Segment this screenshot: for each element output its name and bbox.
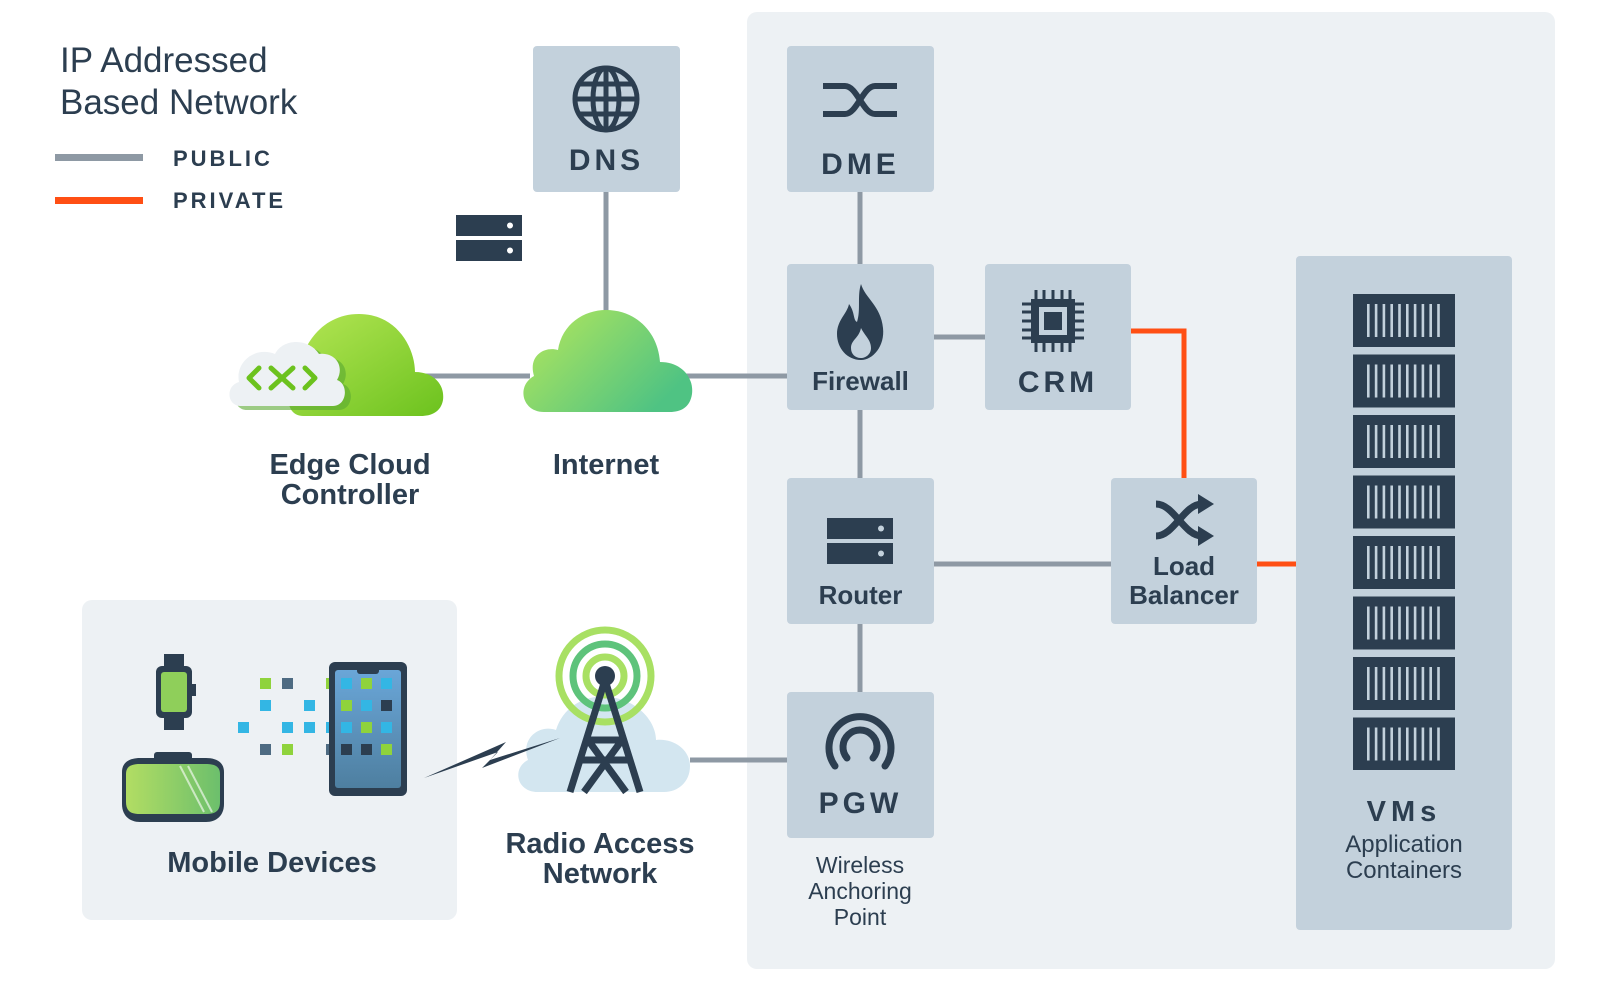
firewall-node[interactable]: Firewall <box>787 264 934 410</box>
crm-node[interactable]: CRM <box>985 264 1131 410</box>
rack-icon <box>1353 294 1455 770</box>
dns-label: DNS <box>568 144 645 177</box>
globe-icon <box>572 65 640 133</box>
internet-caption: Internet <box>552 449 660 481</box>
server-icon <box>456 215 522 261</box>
crm-lb-private-line <box>1131 328 1187 478</box>
router-label: Router <box>818 580 903 610</box>
crm-label: CRM <box>1017 366 1099 399</box>
vms-title: VMs <box>1366 796 1442 828</box>
legend: PUBLIC PRIVATE <box>55 144 315 224</box>
diagram-title: IP Addressed Based Network <box>60 41 298 122</box>
legend-public-swatch <box>55 154 143 161</box>
pgw-caption: Wireless Anchoring Point <box>808 852 912 930</box>
load-balancer-label: Load Balancer <box>1129 551 1239 610</box>
dme-label: DME <box>821 148 900 181</box>
mobile-devices-caption: Mobile Devices <box>167 847 377 879</box>
ran-caption: Radio Access Network <box>505 828 695 890</box>
pixel-dots-decoration <box>238 678 337 755</box>
legend-private-swatch <box>55 197 143 204</box>
phone-icon <box>329 662 407 796</box>
dns-node[interactable]: DNS <box>533 46 680 192</box>
smartwatch-icon <box>156 654 196 730</box>
ran-icon <box>424 626 690 795</box>
legend-private-label: PRIVATE <box>173 188 287 213</box>
vm-rack <box>1353 294 1455 770</box>
firewall-label: Firewall <box>812 366 909 396</box>
dme-node[interactable]: DME <box>787 46 934 192</box>
vms-subcaption: Application Containers <box>1345 831 1463 884</box>
internet-cloud-icon <box>523 310 693 412</box>
vr-headset-icon <box>122 752 224 822</box>
flame-icon <box>837 284 884 360</box>
load-balancer-node[interactable]: Load Balancer <box>1111 478 1257 624</box>
router-server-icon <box>827 518 893 564</box>
legend-public-label: PUBLIC <box>173 146 273 171</box>
edge-cloud-icon <box>229 314 444 416</box>
chip-icon <box>1022 290 1084 352</box>
pgw-label: PGW <box>818 787 903 820</box>
signal-arc-icon <box>825 713 895 770</box>
dme-arrows-icon <box>823 83 897 117</box>
pgw-node[interactable]: PGW <box>787 692 934 838</box>
router-node[interactable]: Router <box>787 478 934 624</box>
edge-cloud-caption: Edge Cloud Controller <box>269 449 431 511</box>
shuffle-icon <box>1155 494 1214 546</box>
